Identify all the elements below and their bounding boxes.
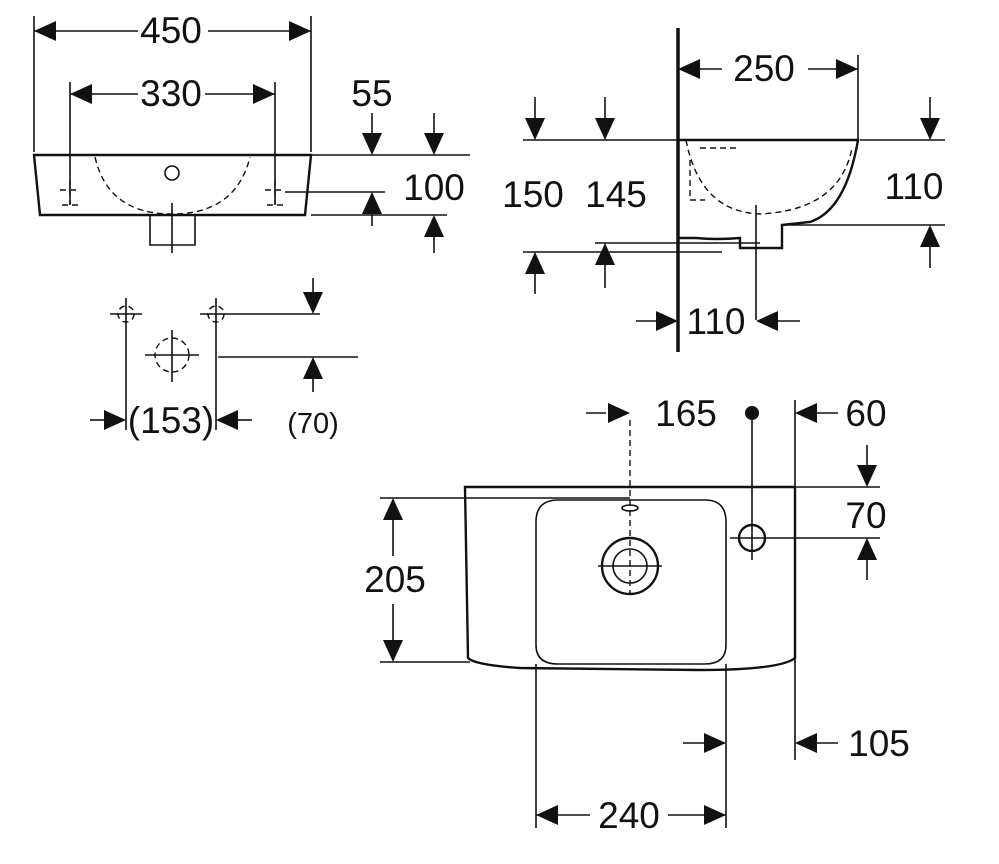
waste-wall-110-label: 110 <box>687 301 746 342</box>
fixing-height-70-label: (70) <box>287 408 339 440</box>
tap-spacing-330-label: 330 <box>140 73 202 114</box>
side-view: 250 150 145 110 110 <box>502 28 945 352</box>
bowl-edge-105-label: 105 <box>848 723 910 764</box>
height-150-label: 150 <box>502 174 564 215</box>
fixing-spacing-153-label: (153) <box>128 400 214 441</box>
height-100-label: 100 <box>403 167 465 208</box>
height-145-label: 145 <box>585 174 647 215</box>
bowl-width-240-label: 240 <box>598 795 660 836</box>
tap-offset-60-label: 60 <box>845 393 886 434</box>
projection-250-label: 250 <box>733 48 795 89</box>
tap-offset-55-label: 55 <box>351 73 392 114</box>
plan-view: 165 60 70 205 105 240 <box>364 393 910 836</box>
fixing-detail: (153) (70) <box>90 278 358 441</box>
depth-205-label: 205 <box>364 559 426 600</box>
tap-from-back-70-label: 70 <box>845 495 886 536</box>
waste-offset-165-label: 165 <box>655 393 717 434</box>
front-view: 450 330 55 100 <box>32 10 470 253</box>
width-450-label: 450 <box>140 10 202 51</box>
rim-waste-110-label: 110 <box>885 166 944 207</box>
